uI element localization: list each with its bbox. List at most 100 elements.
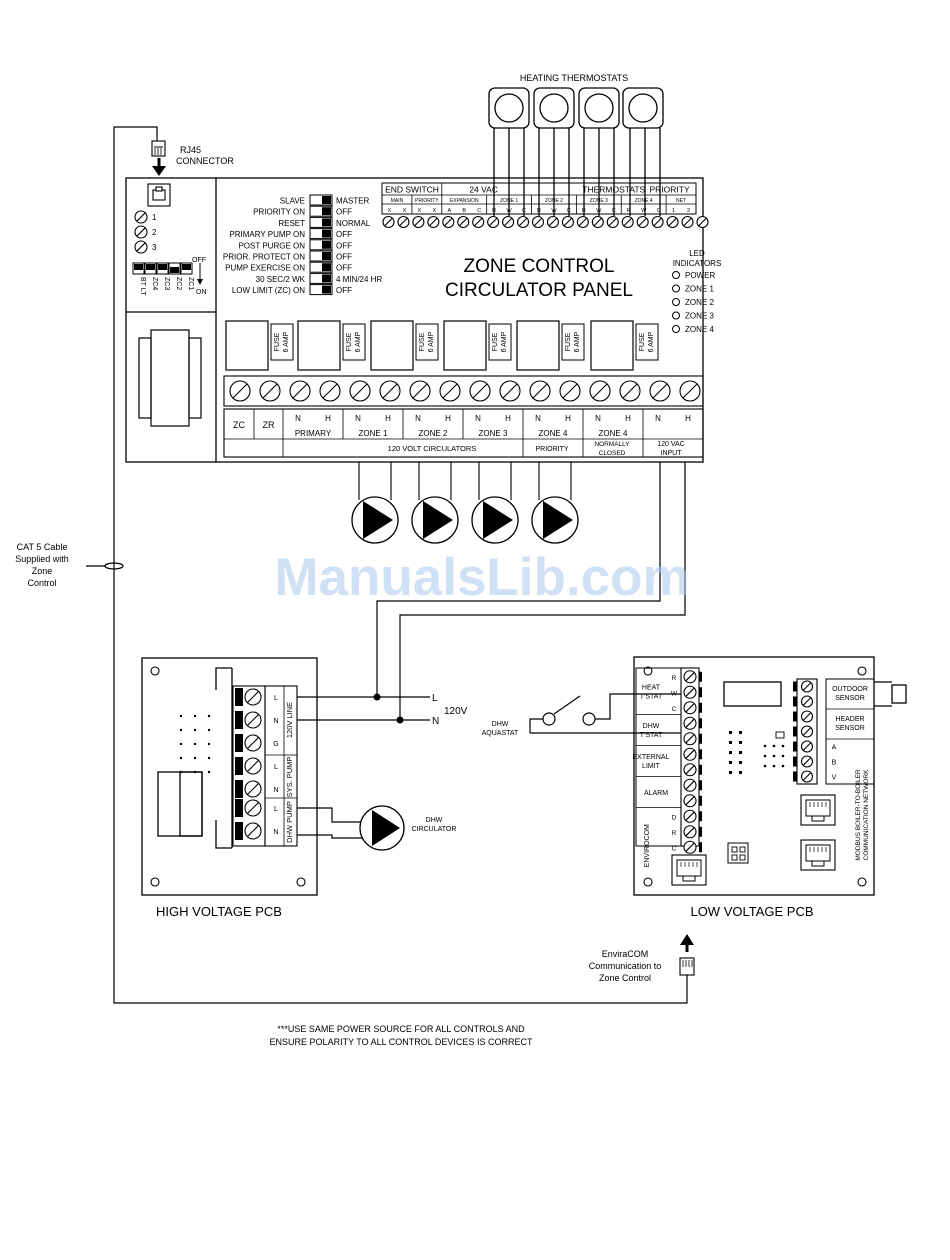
led-icon bbox=[672, 325, 680, 333]
strip-group-label: ZONE 3 bbox=[590, 198, 608, 204]
jack-latch bbox=[682, 875, 696, 882]
lv-group-label: LIMIT bbox=[642, 763, 661, 770]
screw-slot bbox=[382, 383, 398, 399]
screw-slot bbox=[685, 827, 695, 837]
dhw-aquastat-label: DHW AQUASTAT bbox=[482, 721, 519, 737]
normally-closed-label: NORMALLY bbox=[594, 441, 630, 448]
svg-text:CONNECTOR: CONNECTOR bbox=[176, 156, 234, 166]
led-label: POWER bbox=[685, 271, 715, 280]
fuse-label: 6 AMP bbox=[574, 331, 581, 352]
relay-icon bbox=[297, 320, 341, 371]
fuse-label: 6 AMP bbox=[283, 331, 290, 352]
rj45-plug-icon bbox=[151, 140, 166, 176]
lv-group-label: ENVIROCOM bbox=[644, 824, 651, 867]
high-voltage-pcb-label: HIGH VOLTAGE PCB bbox=[156, 904, 282, 919]
svg-text:ENSURE POLARITY TO ALL CONTROL: ENSURE POLARITY TO ALL CONTROL DEVICES I… bbox=[270, 1037, 533, 1047]
jumper-off-label: OFF bbox=[192, 257, 206, 264]
label-cell: ZC bbox=[233, 420, 245, 430]
screw-slot bbox=[262, 383, 278, 399]
screw-slot bbox=[622, 383, 638, 399]
jumper-shunt bbox=[182, 264, 191, 270]
svg-text:DHW: DHW bbox=[426, 817, 443, 824]
mounting-hole bbox=[296, 877, 306, 887]
pcb-pad bbox=[739, 731, 742, 734]
molex-pin bbox=[731, 846, 738, 853]
lv-terminal-label: C bbox=[672, 706, 677, 713]
pcb-pad bbox=[729, 761, 732, 764]
strip-group-label: EXPANSION bbox=[450, 198, 479, 204]
screw-slot bbox=[458, 217, 468, 227]
relay-icon bbox=[225, 320, 269, 371]
strip-header: 24 VAC bbox=[469, 185, 498, 195]
molex-connector-icon bbox=[727, 842, 749, 864]
thermostat-dial bbox=[494, 93, 524, 123]
pcb-pad bbox=[772, 744, 776, 748]
terminal-clamp bbox=[793, 771, 797, 782]
sensor-label: OUTDOOR bbox=[832, 686, 868, 693]
terminal-number: 3 bbox=[152, 243, 157, 252]
screw-slot bbox=[472, 383, 488, 399]
screw-slot bbox=[488, 217, 498, 227]
label-cell: ZONE 4 bbox=[599, 429, 628, 438]
dip-right-label: OFF bbox=[336, 230, 352, 239]
strip-header: THERMOSTATS bbox=[582, 185, 645, 195]
jumper-shunt bbox=[158, 264, 167, 270]
terminal-clamp bbox=[699, 826, 702, 837]
svg-text:Zone: Zone bbox=[32, 566, 53, 576]
pcb-pad bbox=[763, 744, 767, 748]
hv-label-frame bbox=[264, 685, 298, 847]
terminal-clamp bbox=[699, 749, 702, 760]
pcb-pad bbox=[729, 741, 732, 744]
svg-text:CAT 5 Cable: CAT 5 Cable bbox=[17, 542, 68, 552]
terminal-clamp bbox=[699, 764, 702, 775]
strip-pin-label: X bbox=[432, 208, 436, 214]
pump-arrow bbox=[423, 501, 453, 539]
lv-group-label: DHW bbox=[643, 723, 660, 730]
svg-text:ZONE CONTROL: ZONE CONTROL bbox=[464, 256, 615, 277]
thermostat-dial bbox=[628, 93, 658, 123]
terminal-clamp bbox=[235, 799, 243, 817]
jumper-shunt bbox=[170, 267, 179, 273]
jumper-label: BT LT bbox=[139, 277, 146, 296]
dip-switch bbox=[309, 205, 333, 217]
screw-slot bbox=[685, 842, 695, 852]
terminal-clamp bbox=[793, 711, 797, 722]
pcb-pad bbox=[179, 770, 183, 774]
junction-dot bbox=[373, 693, 381, 701]
dhw-aquastat-switch bbox=[529, 693, 681, 734]
fuse-icon bbox=[561, 323, 585, 361]
screw-slot bbox=[503, 217, 513, 227]
pcb-pad bbox=[179, 756, 183, 760]
screw-slot bbox=[292, 383, 308, 399]
label-h: H bbox=[505, 414, 511, 423]
terminal-clamp bbox=[699, 733, 702, 744]
thermostat-icon bbox=[622, 87, 664, 129]
screw-slot bbox=[322, 383, 338, 399]
dhw-circulator-pump-icon bbox=[359, 805, 405, 851]
dip-switch-knob bbox=[322, 218, 331, 227]
pcb-pad bbox=[772, 754, 776, 758]
pcb-pad bbox=[763, 754, 767, 758]
label-cell: 120 VAC bbox=[657, 441, 685, 448]
screw-slot bbox=[685, 780, 695, 790]
dip-right-label: MASTER bbox=[336, 197, 370, 206]
screw-slot bbox=[683, 217, 692, 227]
dip-right-label: OFF bbox=[336, 264, 352, 273]
fuse-label: 6 AMP bbox=[501, 331, 508, 352]
dip-switch-knob bbox=[322, 263, 331, 272]
screw-slot bbox=[685, 672, 695, 682]
lv-group-label: T'STAT bbox=[640, 732, 663, 739]
mounting-hole bbox=[150, 666, 160, 676]
screw-slot bbox=[429, 217, 438, 227]
pcb-pad bbox=[781, 754, 785, 758]
screw-slot bbox=[473, 217, 483, 227]
pump-arrow bbox=[483, 501, 513, 539]
pcb-pad bbox=[739, 771, 742, 774]
lv-group-label: ALARM bbox=[644, 790, 668, 797]
label-cell: ZONE 1 bbox=[359, 429, 388, 438]
jack-latch bbox=[811, 815, 825, 822]
screw-slot bbox=[247, 714, 259, 726]
jumper-shunt bbox=[134, 264, 143, 270]
strip-pin-label: C bbox=[612, 208, 616, 214]
terminal-clamp bbox=[793, 726, 797, 737]
